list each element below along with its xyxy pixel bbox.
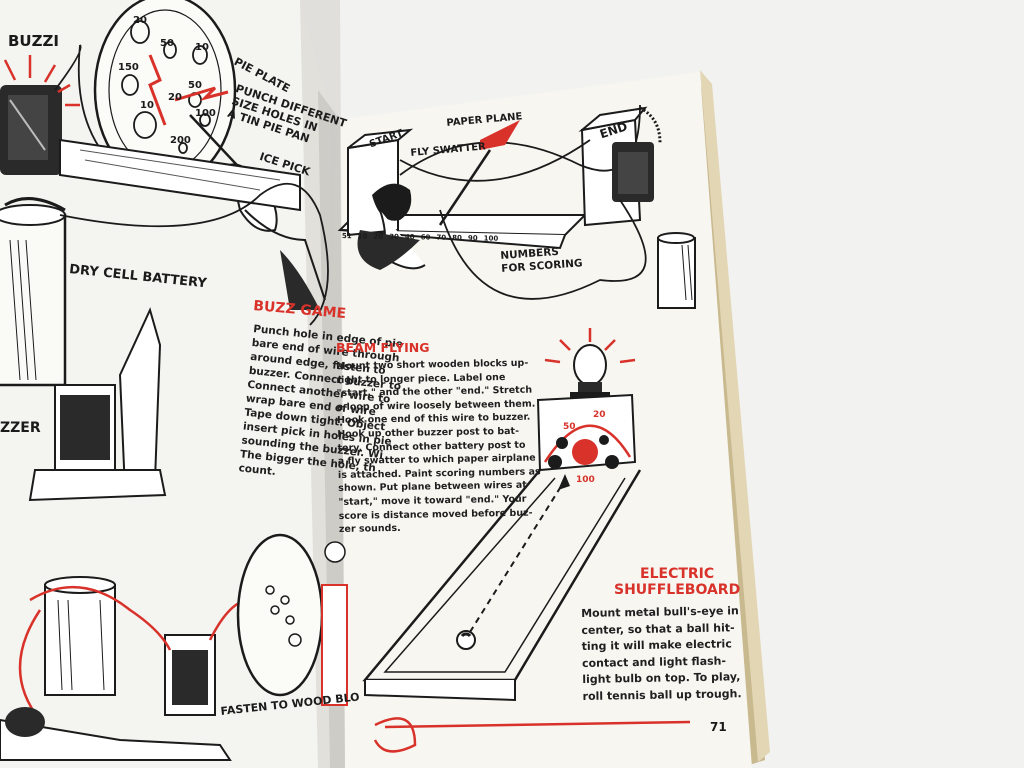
scale-number: 51 (341, 232, 352, 241)
plate-number: 150 (118, 62, 139, 73)
plate-number: 20 (133, 15, 147, 26)
plate-number: 10 (140, 100, 154, 111)
plate-number: 50 (160, 38, 174, 49)
target-number: 50 (563, 422, 576, 432)
scale-number: 30 (389, 232, 399, 241)
body-line: light bulb on top. To play, (582, 670, 741, 686)
plate-number: 200 (170, 135, 191, 146)
body-line: Mount metal bull's-eye in (581, 604, 739, 620)
beam-flying-title: BEAM FLYING (336, 340, 430, 355)
body-line: roll tennis ball up trough. (582, 686, 742, 703)
scale-number: 40 (404, 233, 415, 242)
page-number: 71 (710, 720, 727, 734)
body-line: ting it will make electric (581, 637, 732, 653)
shuffleboard-title: ELECTRIC SHUFFLEBOARD (614, 566, 740, 598)
scale-number: 70 (436, 233, 447, 242)
plate-number: 20 (168, 92, 182, 103)
scale-number: 20 (373, 232, 384, 241)
scale-number: 80 (452, 233, 462, 243)
shuffleboard-body: Mount metal bull's-eye in center, so tha… (581, 603, 742, 705)
plate-number: 10 (195, 42, 209, 53)
target-box (536, 393, 637, 472)
buzzer-label: BUZZI (8, 32, 59, 50)
beam-flying-body: Mount two short wooden blocks up- right … (336, 356, 542, 536)
scale-number: 10 (357, 232, 368, 241)
target-number: 20 (593, 410, 606, 420)
target-number: 100 (576, 475, 595, 485)
paper-plane (480, 120, 520, 150)
shuffleboard-title-line: SHUFFLEBOARD (614, 582, 741, 598)
plate-number: 100 (195, 108, 216, 119)
scale-number: 100 (483, 234, 499, 243)
shuffleboard-title-line: ELECTRIC (640, 566, 715, 582)
scale-number: 60 (420, 233, 431, 242)
scale-number: 90 (467, 234, 478, 243)
buzzer-side-label: ZZER (0, 420, 41, 436)
plate-number: 50 (188, 80, 202, 91)
